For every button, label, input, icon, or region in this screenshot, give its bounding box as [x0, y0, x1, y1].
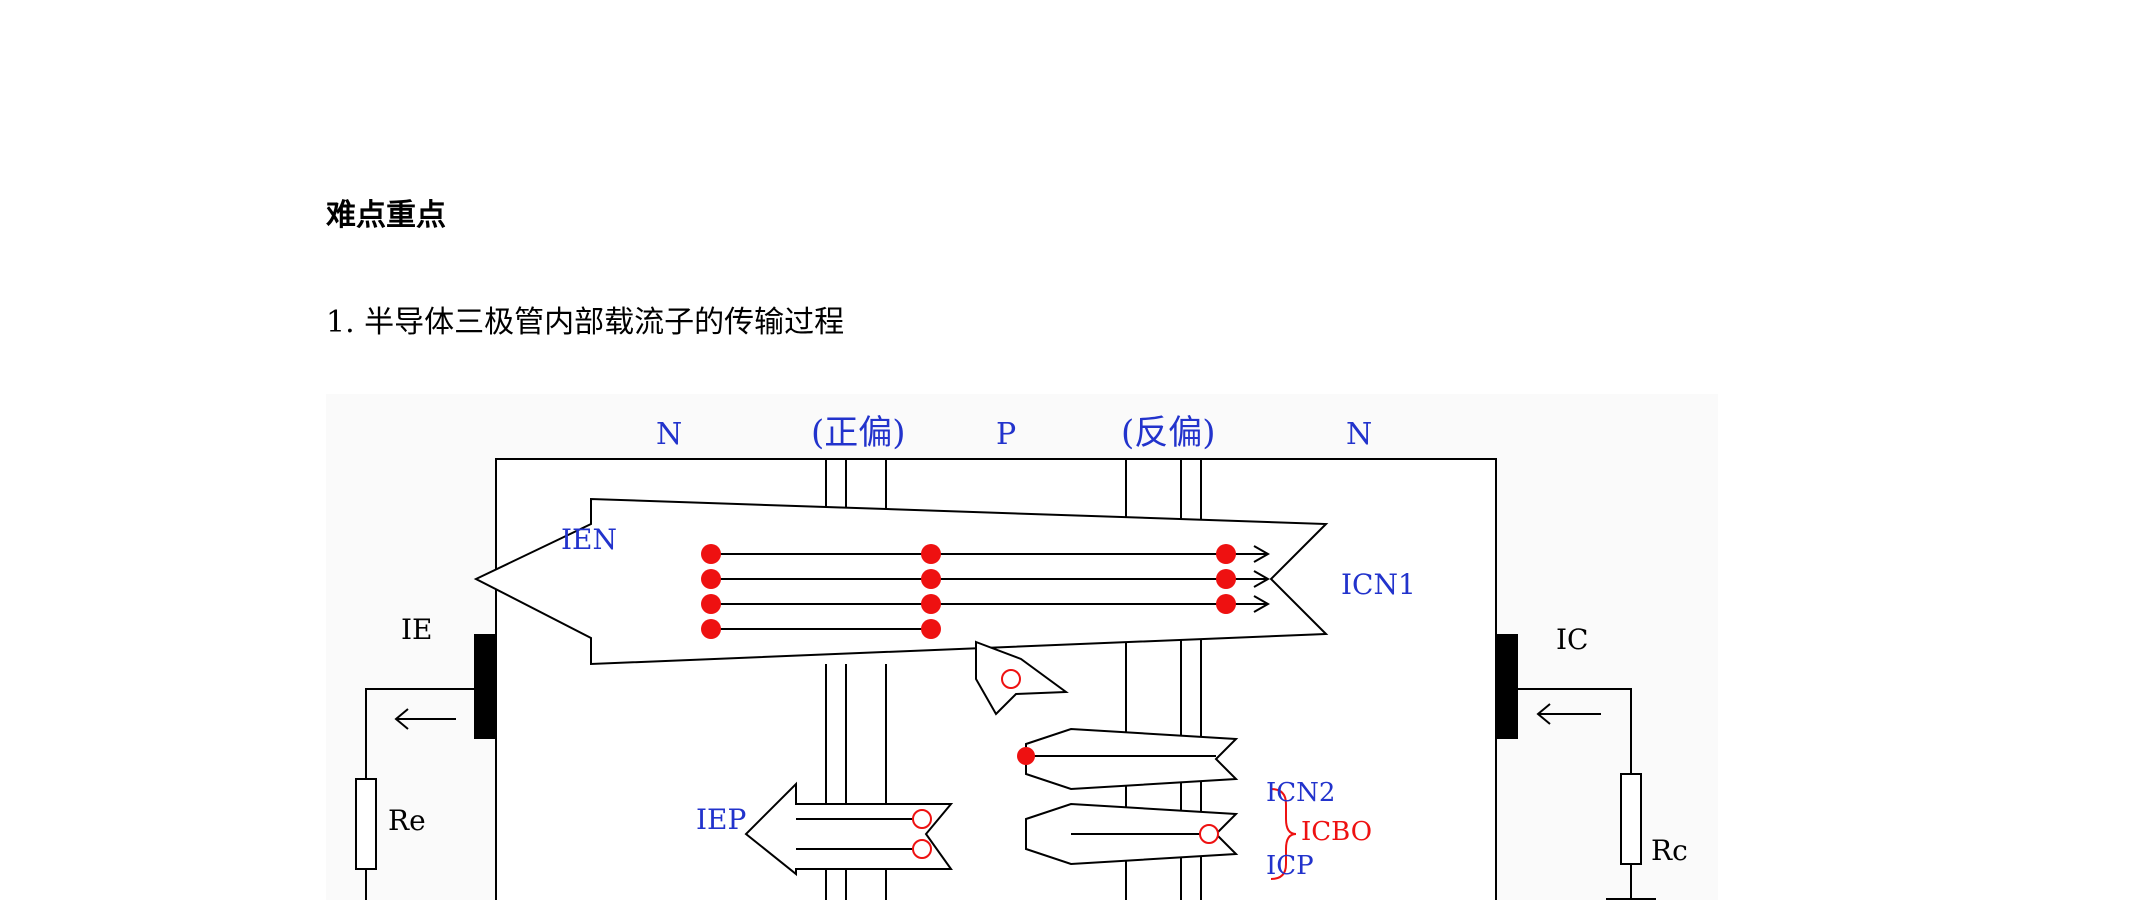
resistor-re: [355, 778, 377, 870]
label-icp: ICP: [1266, 851, 1314, 881]
hole-circle: [1001, 669, 1021, 689]
recombination-arrow: [975, 640, 1069, 716]
label-icn1: ICN1: [1341, 568, 1416, 601]
resistor-rc: [1620, 773, 1642, 865]
icbo-brace: [1270, 788, 1297, 880]
iep-arrow: [744, 781, 954, 877]
section-heading: 难点重点: [326, 198, 446, 233]
label-ic: IC: [1556, 623, 1588, 656]
icn2-arrow: [1025, 727, 1239, 791]
label-iep: IEP: [696, 803, 746, 836]
label-reverse-bias: (反偏): [1121, 413, 1216, 453]
label-rc: Rc: [1651, 834, 1688, 867]
label-forward-bias: (正偏): [811, 413, 906, 453]
list-item: 1. 半导体三极管内部载流子的传输过程: [326, 297, 844, 341]
label-ien: IEN: [561, 523, 617, 556]
label-n-right: N: [1346, 417, 1372, 452]
arrow-left-icon: [394, 708, 409, 730]
item-number: 1.: [326, 305, 355, 340]
arrow-left-icon: [1536, 703, 1551, 725]
electron-flow-arrow: [473, 497, 1329, 666]
electron-dots: [701, 544, 1236, 639]
label-n-left: N: [656, 417, 682, 452]
label-icn2: ICN2: [1266, 778, 1335, 808]
label-re: Re: [388, 804, 426, 837]
label-icbo: ICBO: [1301, 817, 1372, 847]
label-p: P: [996, 417, 1016, 452]
label-ie: IE: [401, 613, 433, 646]
item-text: 半导体三极管内部载流子的传输过程: [364, 305, 845, 340]
emitter-terminal: [474, 634, 496, 739]
collector-terminal: [1496, 634, 1518, 739]
transistor-diagram: N (正偏) P (反偏) N IEN ICN1 IE IC IEP ICN2 …: [326, 394, 1718, 900]
chevron-right-icon: [1253, 545, 1271, 613]
